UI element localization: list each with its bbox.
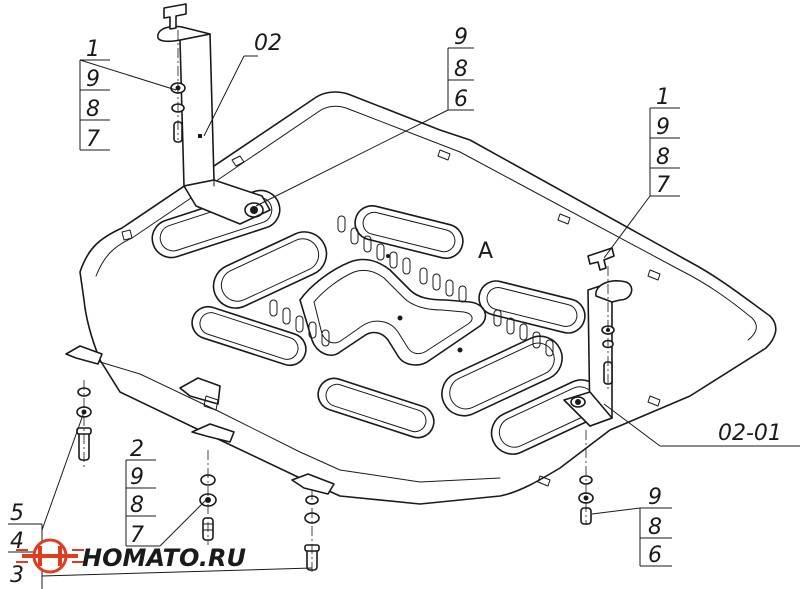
axis-lines <box>83 30 609 575</box>
stamped-meander-inner <box>313 269 473 355</box>
callout-stack-top-left: 1 9 8 7 <box>79 37 110 152</box>
stamped-meander <box>299 258 487 366</box>
callout-label: 9 <box>130 465 144 490</box>
callout-label: 7 <box>86 127 100 152</box>
leader-lines <box>41 55 800 577</box>
bracket-02-01 <box>563 280 633 427</box>
edge-tabs <box>121 149 661 487</box>
callout-label: 2 <box>130 437 144 462</box>
callout-label: 8 <box>648 515 662 540</box>
mount-holes <box>386 254 463 353</box>
callout-label: 9 <box>648 485 662 510</box>
plate-mark: A <box>478 239 493 264</box>
callout-label: 4 <box>10 529 24 554</box>
skid-plate-inner-edge <box>95 105 757 341</box>
vent-slots <box>269 215 554 357</box>
callout-label: 6 <box>454 87 468 112</box>
bolt-top-left <box>163 3 187 30</box>
callout-stack-bottom-left: 5 4 3 <box>8 501 43 589</box>
bolt-top-right <box>587 247 615 271</box>
callout-label: 9 <box>86 67 100 92</box>
callout-label: 8 <box>656 145 670 170</box>
callout-label: 1 <box>86 37 100 62</box>
callout-label: 9 <box>454 25 468 50</box>
watermark-logo: HOMATO.RU <box>16 538 246 574</box>
callout-stack-bottom-right: 9 8 6 <box>639 485 672 568</box>
front-mount-tabs <box>65 345 335 495</box>
stamped-slots <box>151 189 604 455</box>
watermark-text: HOMATO.RU <box>82 544 246 572</box>
callout-stack-center: 9 8 6 <box>447 25 474 112</box>
callout-label: 7 <box>656 173 670 198</box>
callout-bracket-02: 02 <box>254 31 282 56</box>
callout-label: 3 <box>10 563 24 588</box>
callout-label: 8 <box>86 97 100 122</box>
callout-stack-bottom-center: 2 9 8 7 <box>125 437 160 548</box>
callout-label: 8 <box>454 57 468 82</box>
skid-plate-front-lip <box>99 361 501 483</box>
callout-label: 9 <box>656 115 670 140</box>
logo-emblem-icon <box>16 538 84 574</box>
callout-label: 8 <box>130 493 144 518</box>
callout-bracket-02-01: 02-01 <box>718 421 782 446</box>
callout-label: 6 <box>648 543 662 568</box>
callout-label: 1 <box>656 85 670 110</box>
callout-label: 5 <box>10 501 24 526</box>
callout-stack-right: 1 9 8 7 <box>649 85 680 198</box>
callout-label: 7 <box>130 523 144 548</box>
